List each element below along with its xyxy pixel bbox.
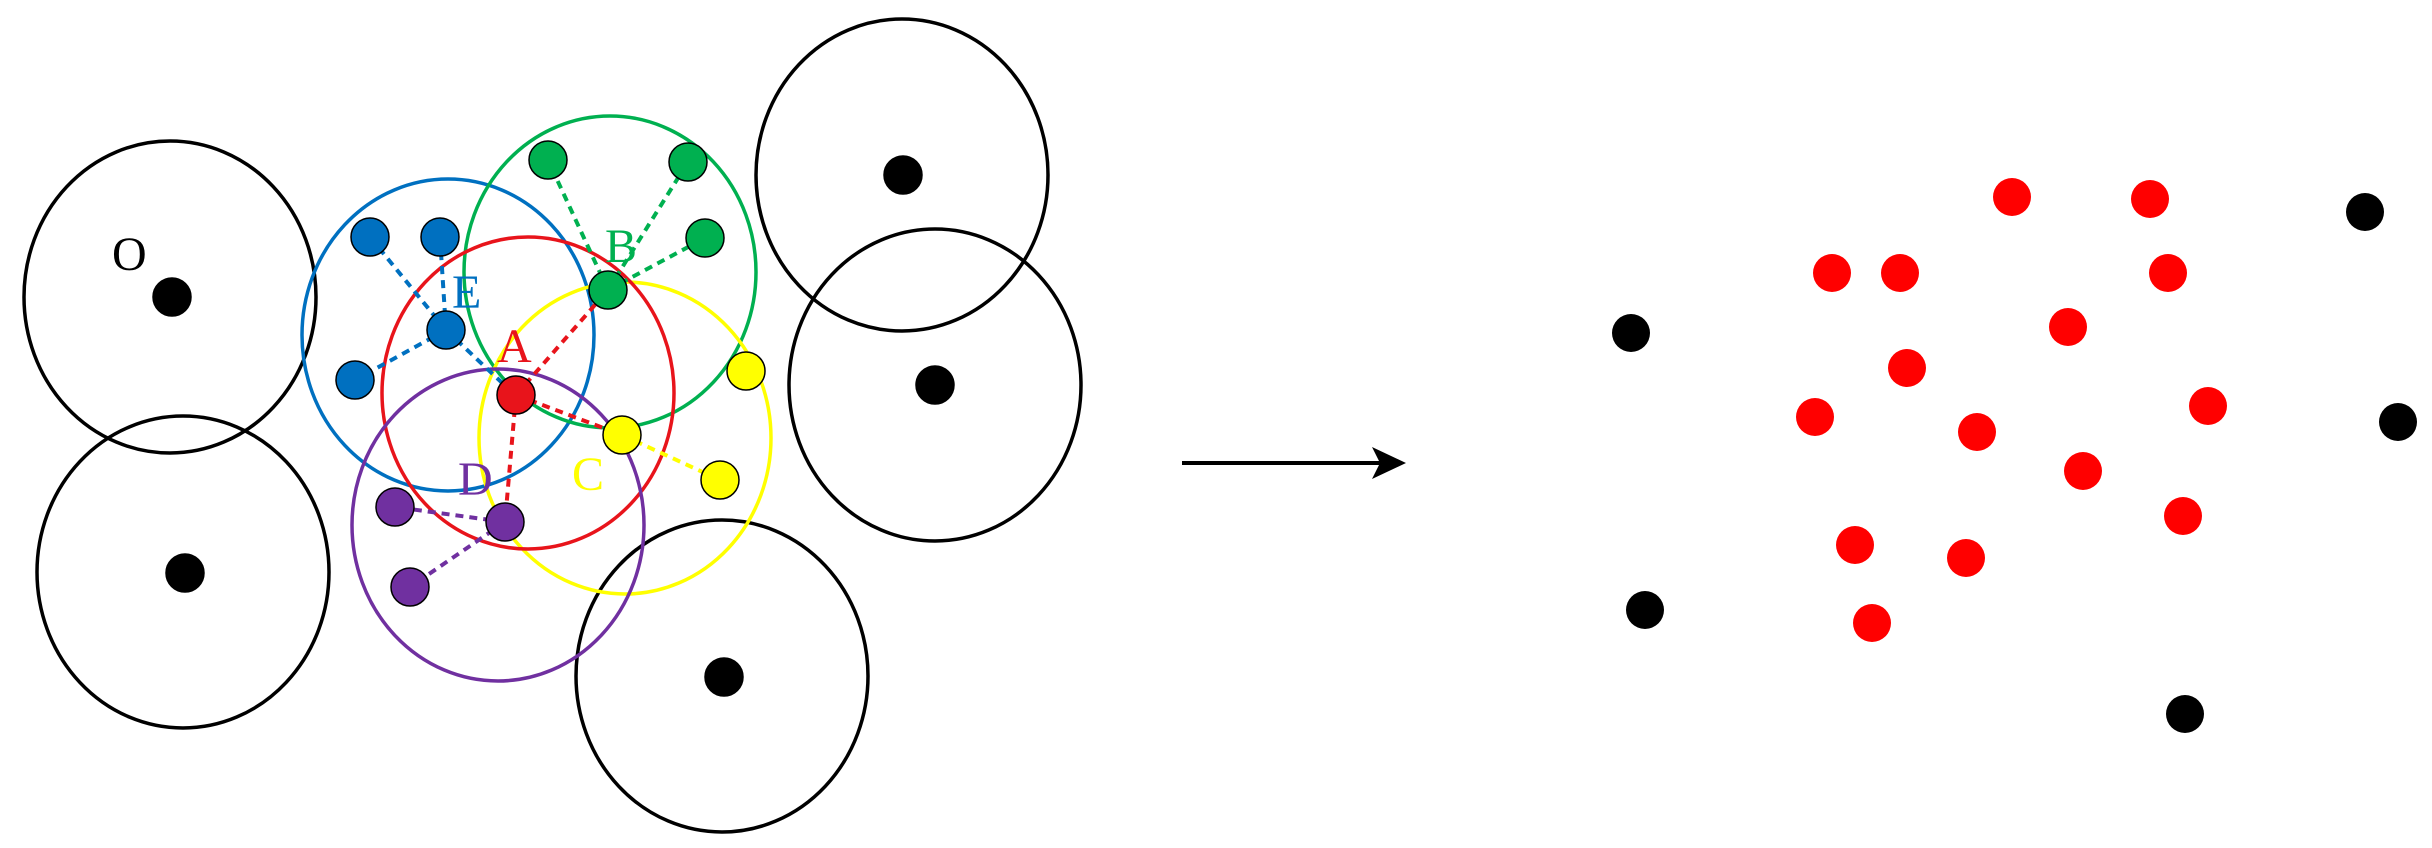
noise-point-top-right — [883, 155, 923, 195]
link-a-3 — [503, 394, 518, 523]
point-yellow-2 — [700, 460, 740, 500]
transition-arrow — [1182, 447, 1406, 479]
neighbourhood-circle-d — [350, 367, 646, 683]
result-cluster-point — [2189, 387, 2227, 425]
noise-point-bottom — [704, 657, 744, 697]
noise-circle-bottom — [574, 518, 870, 834]
label-c: C — [572, 448, 604, 501]
result-noise-points — [1612, 193, 2417, 733]
result-noise-point — [2166, 695, 2204, 733]
result-cluster-point — [1888, 349, 1926, 387]
result-cluster-point — [1796, 398, 1834, 436]
result-cluster-point — [2164, 497, 2202, 535]
result-cluster-point — [1993, 178, 2031, 216]
left-points — [152, 140, 955, 697]
result-cluster-point — [1853, 604, 1891, 642]
arrow-head-icon — [1372, 447, 1406, 479]
result-cluster-point — [1813, 254, 1851, 292]
result-cluster-point — [2049, 308, 2087, 346]
result-noise-point — [1612, 314, 1650, 352]
point-blue-e — [426, 310, 466, 350]
noise-circle-mid-right — [787, 227, 1083, 543]
noise-circle-lower-left — [35, 414, 331, 730]
label-d: D — [458, 453, 493, 506]
point-purple-2 — [390, 567, 430, 607]
result-cluster-point — [1836, 526, 1874, 564]
noise-circle-top-right — [754, 17, 1050, 333]
result-cluster-point — [2131, 180, 2169, 218]
core-neighbourhoods — [300, 114, 773, 683]
point-blue-2 — [420, 217, 460, 257]
left-panel: O E B A C D — [22, 17, 1083, 834]
neighbourhood-circle-a — [380, 235, 676, 551]
result-noise-point — [2379, 403, 2417, 441]
noise-point-mid-right — [915, 365, 955, 405]
link-e-1 — [368, 235, 448, 332]
result-cluster-point — [1947, 539, 1985, 577]
noise-neighbourhoods — [22, 17, 1083, 834]
label-a: A — [497, 320, 532, 373]
link-a-1 — [514, 288, 610, 397]
result-cluster-point — [2149, 254, 2187, 292]
point-red-a — [496, 375, 536, 415]
label-b: B — [605, 220, 637, 273]
point-green-1 — [528, 140, 568, 180]
label-o: O — [112, 228, 147, 281]
link-b-1 — [546, 159, 610, 291]
result-noise-point — [1626, 591, 1664, 629]
point-blue-1 — [350, 217, 390, 257]
point-purple-1 — [375, 487, 415, 527]
right-panel — [1612, 178, 2417, 733]
point-yellow-1 — [726, 351, 766, 391]
point-blue-3 — [335, 360, 375, 400]
neighbourhood-circle-e — [300, 177, 596, 493]
link-b-2 — [606, 160, 690, 292]
point-green-3 — [685, 218, 725, 258]
result-cluster-point — [1881, 254, 1919, 292]
point-yellow-c — [602, 415, 642, 455]
label-e: E — [452, 266, 481, 319]
point-purple-d — [485, 502, 525, 542]
result-cluster-points — [1796, 178, 2227, 642]
noise-circle-o — [22, 139, 318, 455]
point-labels: O E B A C D — [112, 220, 637, 506]
result-cluster-point — [2064, 452, 2102, 490]
result-noise-point — [2346, 193, 2384, 231]
point-green-b — [588, 270, 628, 310]
noise-point-o — [152, 277, 192, 317]
point-green-2 — [668, 142, 708, 182]
noise-point-lower-left — [165, 553, 205, 593]
result-cluster-point — [1958, 413, 1996, 451]
